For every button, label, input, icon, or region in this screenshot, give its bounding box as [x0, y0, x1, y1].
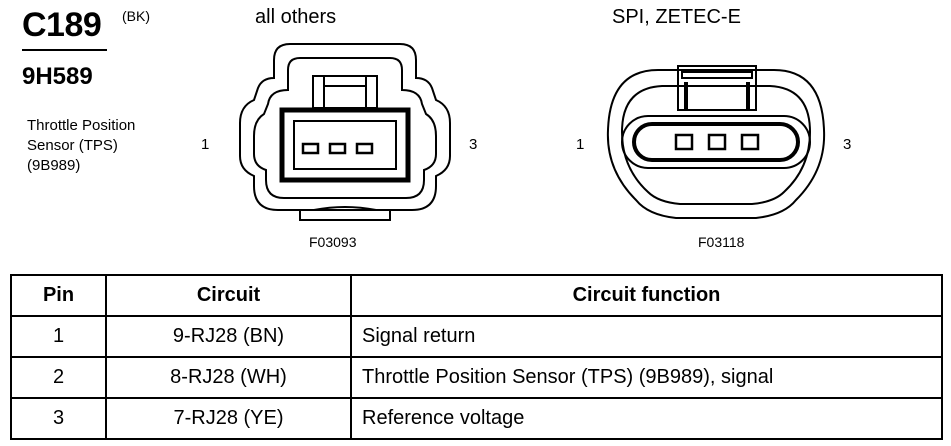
- circuit-cell: 8-RJ28 (WH): [105, 356, 352, 399]
- pin-cell: 1: [10, 315, 107, 358]
- function-cell: Throttle Position Sensor (TPS) (9B989), …: [350, 356, 943, 399]
- pin-label-left: 1: [576, 136, 585, 153]
- part-number: 9H589: [22, 63, 93, 90]
- connector-drawing-spi-zetec: [606, 65, 826, 219]
- table-row: 1 9-RJ28 (BN) Signal return: [10, 315, 943, 358]
- description-line: Throttle Position: [27, 117, 136, 134]
- function-cell: Signal return: [350, 315, 943, 358]
- pin-cell: 2: [10, 356, 107, 399]
- figure-code: F03118: [698, 234, 745, 250]
- header-circuit: Circuit: [105, 274, 352, 317]
- pin-label-right: 3: [843, 136, 852, 153]
- variant-label-spi-zetec: SPI, ZETEC-E: [612, 6, 741, 28]
- table-row: 3 7-RJ28 (YE) Reference voltage: [10, 397, 943, 440]
- header-pin: Pin: [10, 274, 107, 317]
- circuit-cell: 7-RJ28 (YE): [105, 397, 352, 440]
- pin-cell: 3: [10, 397, 107, 440]
- connector-drawing-all-others: [239, 43, 451, 221]
- connector-color-code: (BK): [122, 8, 150, 24]
- figure-code: F03093: [309, 234, 357, 250]
- circuit-cell: 9-RJ28 (BN): [105, 315, 352, 358]
- function-cell: Reference voltage: [350, 397, 943, 440]
- variant-label-all-others: all others: [255, 6, 337, 28]
- table-row: 2 8-RJ28 (WH) Throttle Position Sensor (…: [10, 356, 943, 399]
- header-circuit-function: Circuit function: [350, 274, 943, 317]
- title-divider: [22, 49, 107, 51]
- description-line: (9B989): [27, 157, 81, 174]
- pin-label-right: 3: [469, 136, 478, 153]
- connector-id: C189: [22, 6, 102, 44]
- pin-label-left: 1: [201, 136, 210, 153]
- table-header-row: Pin Circuit Circuit function: [10, 274, 943, 317]
- description-line: Sensor (TPS): [27, 137, 118, 154]
- pin-table: Pin Circuit Circuit function 1 9-RJ28 (B…: [10, 274, 943, 440]
